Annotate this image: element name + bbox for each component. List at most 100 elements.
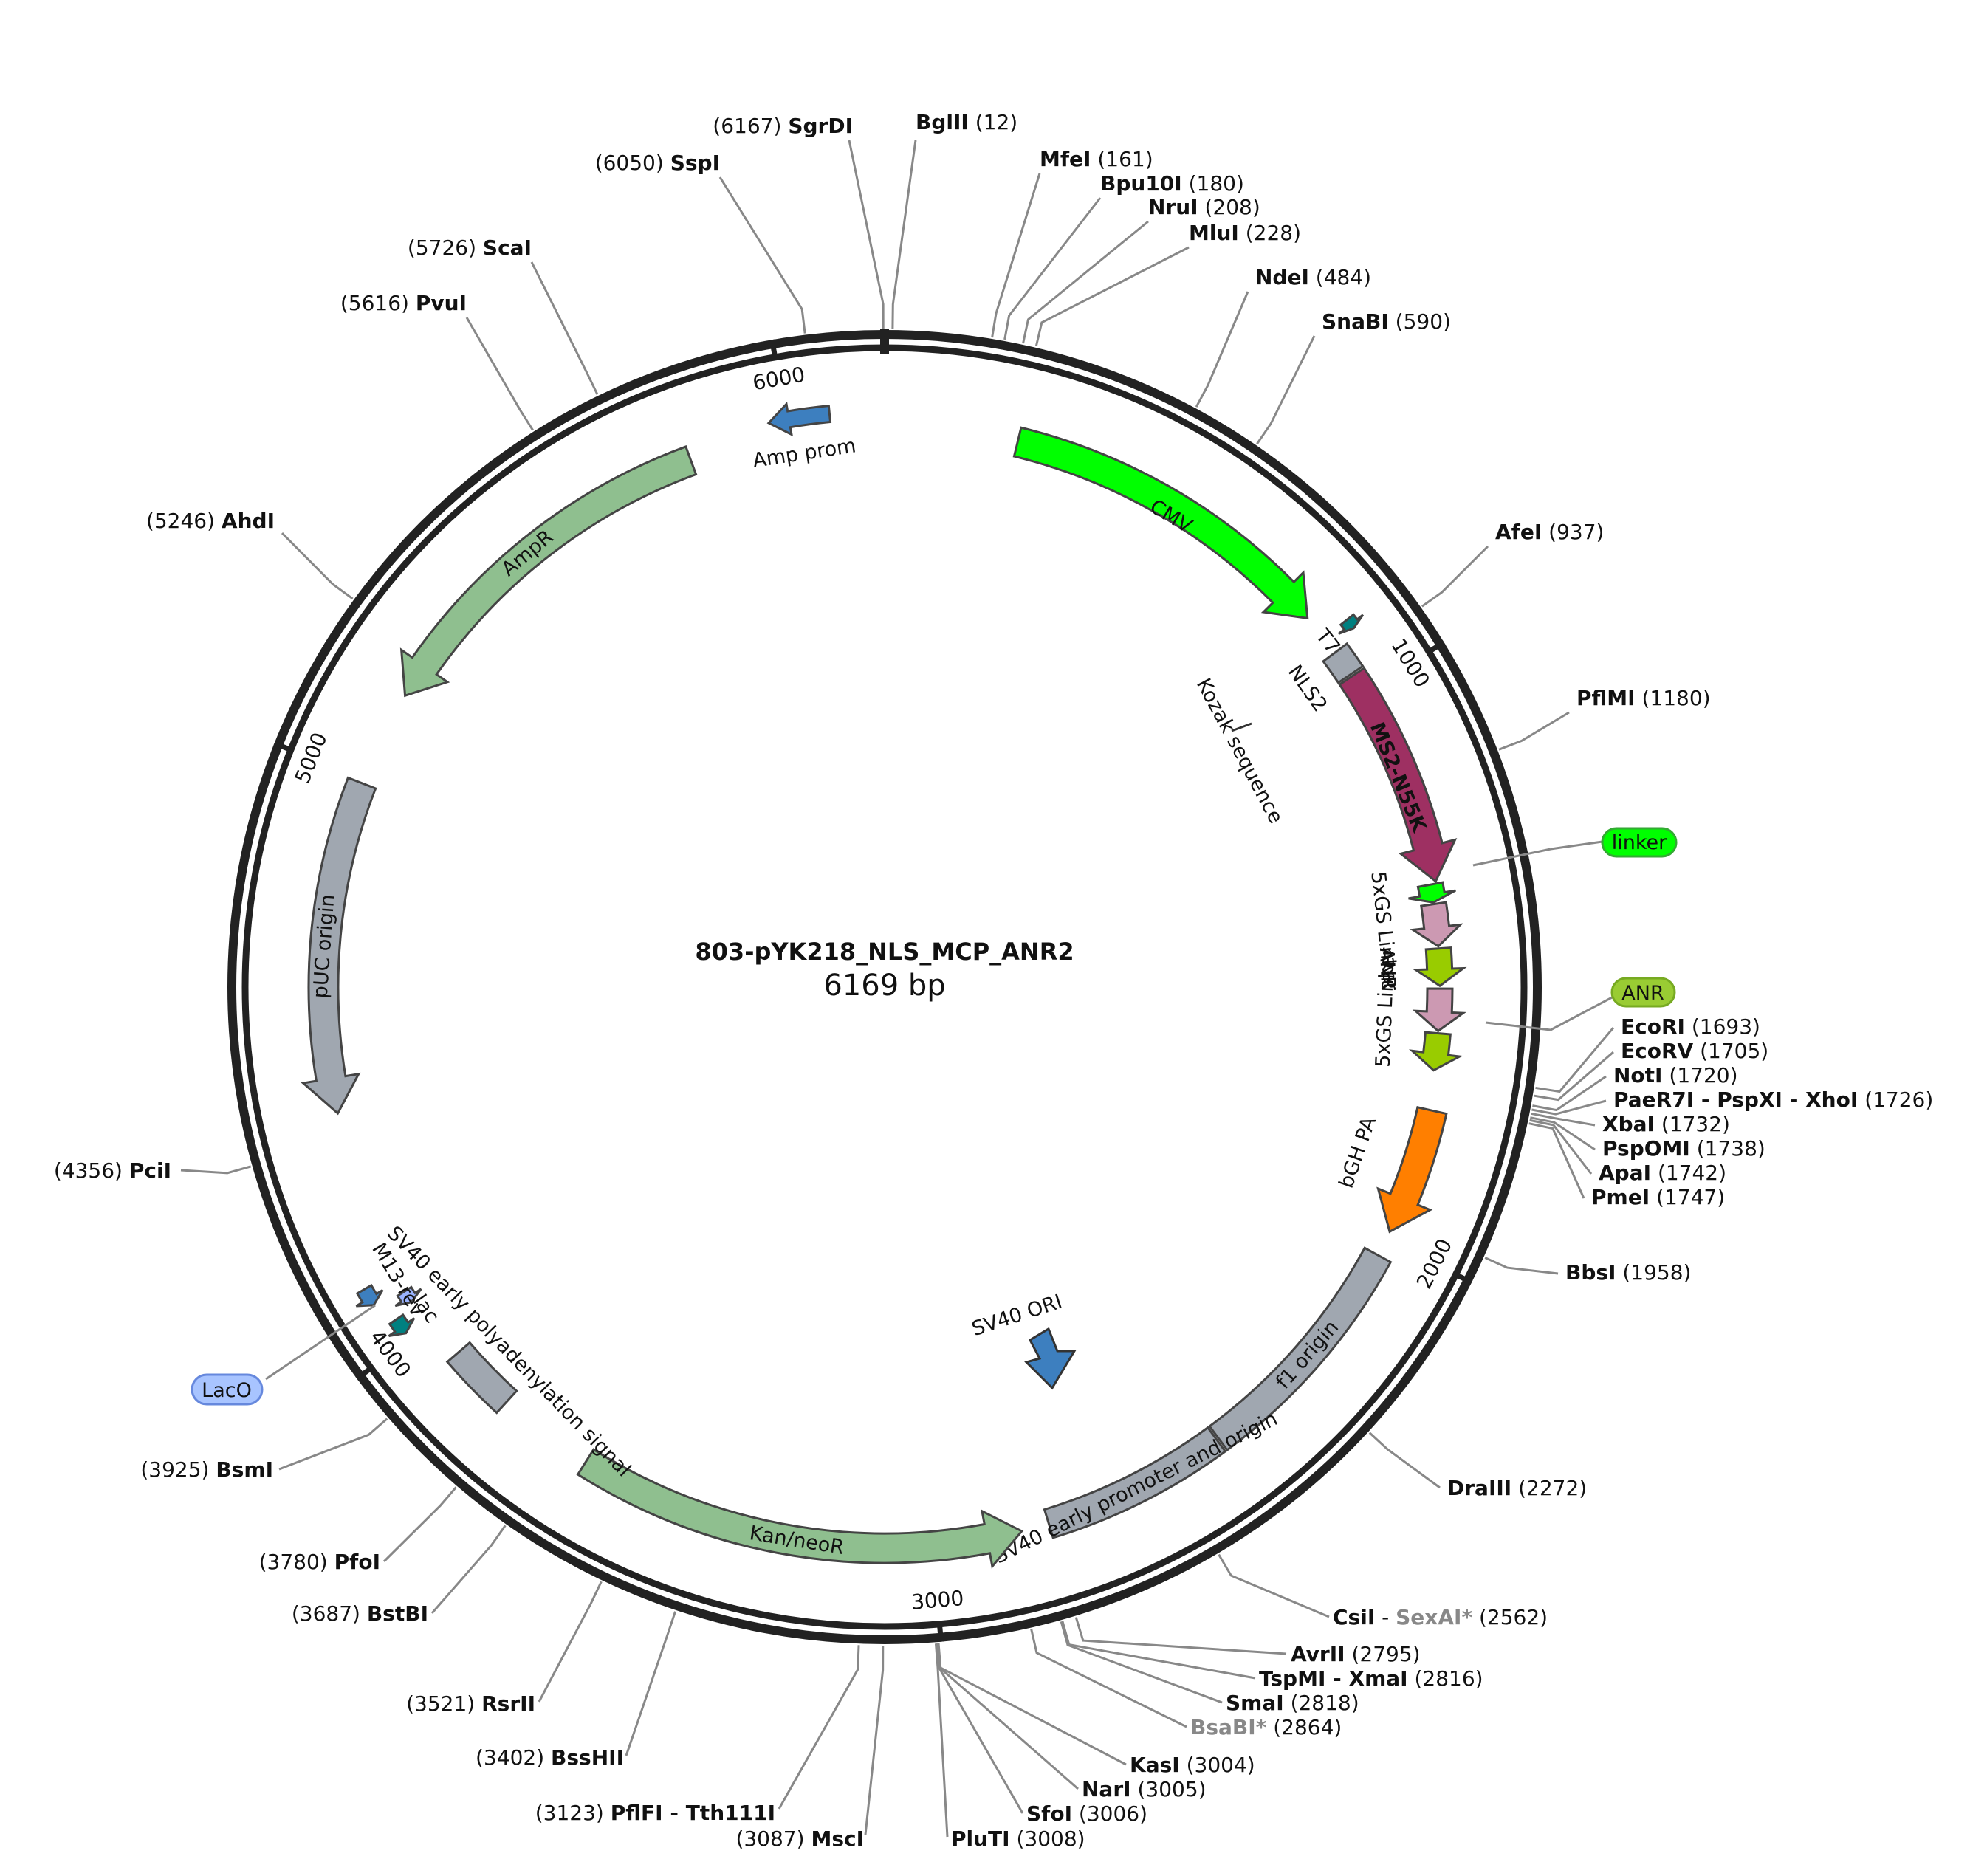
site-pvui-position: (5616) bbox=[340, 291, 409, 315]
site-mfei-name: MfeI bbox=[1040, 147, 1091, 171]
site-ecori-label[interactable]: EcoRI (1693) bbox=[1621, 1014, 1760, 1039]
feature-sv40-early-promoter-and-origin-arrow bbox=[1043, 1426, 1227, 1539]
site-pmei-label[interactable]: PmeI (1747) bbox=[1591, 1185, 1725, 1209]
feature-amp-prom-label: Amp prom bbox=[751, 434, 857, 473]
site-paer7i-pspxi-xhoi-name: PaeR7I - PspXI - XhoI bbox=[1613, 1088, 1858, 1112]
site-pspomi-gap bbox=[1690, 1136, 1697, 1161]
feature-bgh-pa-label: bGH PA bbox=[1335, 1113, 1381, 1191]
site-pvui-name: PvuI bbox=[416, 291, 467, 315]
site-bsabi-position: (2864) bbox=[1273, 1715, 1342, 1739]
site-paer7i-pspxi-xhoi-label[interactable]: PaeR7I - PspXI - XhoI (1726) bbox=[1613, 1088, 1933, 1112]
feature-kan-neor-arrow bbox=[576, 1448, 1024, 1569]
feature-anr[interactable]: ANR bbox=[1375, 946, 1467, 991]
site-pcii-leader bbox=[180, 1165, 252, 1175]
site-nari-label[interactable]: NarI (3005) bbox=[1082, 1777, 1207, 1801]
feature-bgh-pa[interactable]: bGH PA bbox=[1335, 1105, 1448, 1234]
feature-amp-prom[interactable]: Amp prom bbox=[751, 401, 857, 473]
site-snabi-label[interactable]: SnaBI (590) bbox=[1322, 309, 1451, 334]
site-pmei-name: PmeI bbox=[1591, 1185, 1650, 1209]
site-ecorv-label[interactable]: EcoRV (1705) bbox=[1621, 1039, 1768, 1063]
feature-5xgs-linker-2[interactable]: 5xGS Linker bbox=[1372, 946, 1466, 1068]
site-nrui-label[interactable]: NruI (208) bbox=[1148, 195, 1260, 219]
site-mfei-label[interactable]: MfeI (161) bbox=[1040, 147, 1153, 171]
site-bglii-position: (12) bbox=[975, 110, 1017, 134]
site-msci-label[interactable]: (3087) MscI bbox=[735, 1827, 864, 1851]
site-bsabi-label[interactable]: BsaBI* (2864) bbox=[1190, 1715, 1342, 1739]
feature-anr-2[interactable] bbox=[1409, 1031, 1463, 1072]
feature-bgh-pa-arrow bbox=[1376, 1105, 1448, 1234]
anr-leader bbox=[1485, 1021, 1551, 1031]
linker-leader bbox=[1472, 848, 1551, 867]
site-afei-label[interactable]: AfeI (937) bbox=[1495, 520, 1604, 544]
site-pflmi-label[interactable]: PflMI (1180) bbox=[1576, 686, 1711, 710]
feature-f1-origin[interactable]: f1 origin bbox=[1208, 1246, 1393, 1452]
site-mlui-label[interactable]: MluI (228) bbox=[1189, 221, 1301, 245]
site-xbai-label[interactable]: XbaI (1732) bbox=[1602, 1112, 1730, 1136]
site-afei-leader bbox=[1421, 545, 1489, 608]
site-snabi-name: SnaBI bbox=[1322, 309, 1389, 334]
site-ahdi-label[interactable]: (5246) AhdI bbox=[146, 509, 275, 533]
site-bpu10i-name: Bpu10I bbox=[1100, 171, 1182, 196]
site-bsshii-label[interactable]: (3402) BssHII bbox=[476, 1745, 624, 1770]
site-ndei-label[interactable]: NdeI (484) bbox=[1255, 265, 1371, 289]
tick-label-3000: 3000 bbox=[910, 1586, 965, 1615]
site-msci-gap bbox=[805, 1827, 811, 1851]
site-bbsi-label[interactable]: BbsI (1958) bbox=[1565, 1260, 1691, 1285]
feature-5xgs-linker-arrow bbox=[1410, 901, 1463, 948]
feature-laco[interactable] bbox=[394, 1285, 422, 1308]
site-mfei-leader bbox=[991, 173, 1041, 338]
feature-ms2-n55k[interactable]: MS2-N55K bbox=[1338, 666, 1458, 884]
site-bpu10i-label[interactable]: Bpu10I (180) bbox=[1100, 171, 1244, 196]
site-bsmi-leader bbox=[278, 1418, 388, 1471]
site-pspomi-label[interactable]: PspOMI (1738) bbox=[1602, 1136, 1765, 1161]
site-xbai-name: XbaI bbox=[1602, 1112, 1655, 1136]
site-tspmi-xmai-label[interactable]: TspMI - XmaI (2816) bbox=[1259, 1666, 1483, 1691]
feature-amp-prom-arrow bbox=[766, 401, 832, 437]
site-pflmi-name: PflMI bbox=[1576, 686, 1636, 710]
site-sgrdi-label[interactable]: (6167) SgrDI bbox=[713, 114, 853, 138]
site-noti-name: NotI bbox=[1613, 1063, 1662, 1088]
site-kasi-label[interactable]: KasI (3004) bbox=[1130, 1753, 1255, 1777]
tick-mark-4000 bbox=[355, 1364, 375, 1381]
site-noti-label[interactable]: NotI (1720) bbox=[1613, 1063, 1738, 1088]
site-apai-label[interactable]: ApaI (1742) bbox=[1599, 1161, 1726, 1185]
feature-ampr-arrow bbox=[399, 445, 698, 698]
site-pcii-label[interactable]: (4356) PciI bbox=[54, 1158, 171, 1183]
site-pvui-label[interactable]: (5616) PvuI bbox=[340, 291, 467, 315]
site-csii-label[interactable]: CsiI - SexAI* (2562) bbox=[1333, 1605, 1548, 1629]
site-sfoi-label[interactable]: SfoI (3006) bbox=[1026, 1801, 1147, 1826]
site-pluti-label[interactable]: PluTI (3008) bbox=[951, 1827, 1085, 1851]
feature-linker[interactable] bbox=[1408, 881, 1457, 904]
site-xbai-position: (1732) bbox=[1661, 1112, 1730, 1136]
site-bstbi-label[interactable]: (3687) BstBI bbox=[292, 1601, 428, 1626]
site-smai-label[interactable]: SmaI (2818) bbox=[1226, 1691, 1359, 1715]
site-pflmi-leader bbox=[1498, 711, 1570, 751]
site-ecorv-position: (1705) bbox=[1700, 1039, 1768, 1063]
site-pflfi-tth111i-label[interactable]: (3123) PflFI - Tth111I bbox=[535, 1801, 775, 1825]
site-draiii-label[interactable]: DraIII (2272) bbox=[1447, 1476, 1587, 1500]
site-bbsi-position: (1958) bbox=[1622, 1260, 1691, 1285]
site-bglii-label[interactable]: BglII (12) bbox=[916, 110, 1017, 134]
feature-ampr[interactable]: AmpR bbox=[399, 445, 698, 698]
site-scai-label[interactable]: (5726) ScaI bbox=[408, 236, 532, 260]
anr-badge bbox=[1610, 977, 1676, 1008]
site-bsmi-label[interactable]: (3925) BsmI bbox=[140, 1457, 273, 1482]
site-bglii-gap bbox=[969, 110, 975, 134]
site-ahdi-position: (5246) bbox=[146, 509, 215, 533]
site-avrii-label[interactable]: AvrII (2795) bbox=[1291, 1642, 1421, 1666]
feature-kan-neor[interactable]: Kan/neoR bbox=[576, 1448, 1024, 1569]
site-pfoi-label[interactable]: (3780) PfoI bbox=[259, 1550, 380, 1574]
site-kasi-position: (3004) bbox=[1187, 1753, 1255, 1777]
site-bsshii-name: BssHII bbox=[551, 1745, 624, 1770]
site-draiii-position: (2272) bbox=[1518, 1476, 1587, 1500]
feature-sv40-ori[interactable]: SV40 ORI bbox=[969, 1291, 1077, 1390]
feature-puc-origin[interactable]: pUC origin bbox=[301, 776, 377, 1116]
feature-sv40-early-promoter-and-origin[interactable]: SV40 early promoter and origin bbox=[990, 1407, 1281, 1568]
site-sspi-label[interactable]: (6050) SspI bbox=[595, 151, 720, 175]
site-kasi-leader bbox=[937, 1643, 1127, 1766]
site-apai-name: ApaI bbox=[1599, 1161, 1651, 1185]
site-leaders bbox=[180, 140, 1615, 1838]
site-ndei-position: (484) bbox=[1316, 265, 1371, 289]
site-rsrii-label[interactable]: (3521) RsrII bbox=[406, 1691, 535, 1716]
